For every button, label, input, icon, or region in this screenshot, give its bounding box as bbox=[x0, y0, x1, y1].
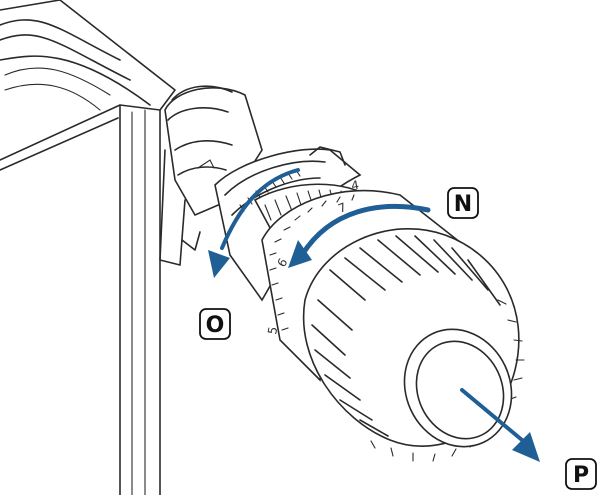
radiator-icon bbox=[0, 0, 176, 495]
callout-p: P bbox=[565, 458, 597, 490]
pull-arrow-icon bbox=[460, 388, 540, 462]
scale-number-4: 4 bbox=[350, 178, 360, 193]
callout-o-label: O bbox=[206, 313, 225, 338]
rotate-arrow-icon bbox=[208, 168, 431, 278]
scale-number-5: 5 bbox=[265, 326, 280, 336]
callout-p-label: P bbox=[573, 463, 589, 488]
thermostat-knob-icon bbox=[302, 227, 525, 462]
scale-number-7: 7 bbox=[336, 200, 348, 216]
callout-n: N bbox=[447, 187, 479, 219]
callout-n-label: N bbox=[454, 192, 472, 217]
callout-o: O bbox=[199, 308, 231, 340]
